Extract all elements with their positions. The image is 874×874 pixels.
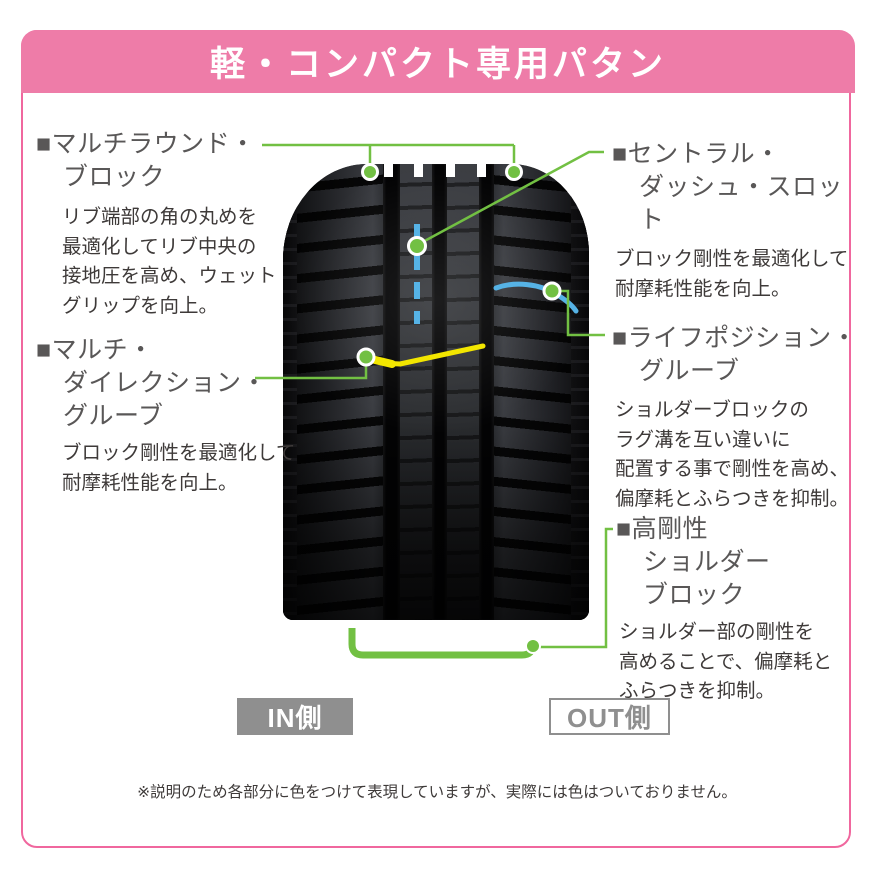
annotation-title: ■マルチ・ ダイレクション・ グルーブ: [36, 336, 268, 430]
annotation-central-dash-slot: ■セントラル・ ダッシュ・スロット ブロック剛性を最適化して 耐摩耗性能を向上。: [612, 138, 862, 304]
footnote-text: ※説明のため各部分に色をつけて表現していますが、実際には色はついておりません。: [137, 784, 737, 801]
annotation-high-rigidity-shoulder-block: ■高剛性 ショルダー ブロック ショルダー部の剛性を 高めることで、偏摩耗と ふ…: [616, 513, 856, 707]
annotation-title: ■マルチラウンド・ ブロック: [36, 130, 256, 191]
out-side-label: OUT側: [549, 698, 670, 735]
annotation-body: ショルダーブロックの ラグ溝を互い違いに 配置する事で剛性を高め、 偏摩耗とふら…: [615, 399, 850, 510]
in-side-label: IN側: [237, 698, 353, 735]
annotation-multi-direction-groove: ■マルチ・ ダイレクション・ グルーブ ブロック剛性を最適化して 耐摩耗性能を向…: [36, 334, 298, 498]
page-title: 軽・コンパクト専用パタン: [209, 45, 666, 84]
annotation-title: ■ライフポジション・ グルーブ: [612, 324, 858, 385]
annotation-life-position-groove: ■ライフポジション・ グルーブ ショルダーブロックの ラグ溝を互い違いに 配置す…: [612, 322, 862, 514]
tire-tread-image: [283, 164, 589, 620]
annotation-body: ブロック剛性を最適化して 耐摩耗性能を向上。: [615, 248, 849, 300]
annotation-body: リブ端部の角の丸めを 最適化してリブ中央の 接地圧を高め、ウェット グリップを向…: [62, 206, 277, 317]
header-banner: 軽・コンパクト専用パタン: [21, 30, 855, 93]
annotation-title: ■高剛性 ショルダー ブロック: [616, 515, 771, 609]
annotation-title: ■セントラル・ ダッシュ・スロット: [612, 140, 844, 234]
tire-bottom-shadow: [283, 164, 589, 620]
annotation-body: ショルダー部の剛性を 高めることで、偏摩耗と ふらつきを抑制。: [619, 621, 833, 702]
annotation-multi-round-block: ■マルチラウンド・ ブロック リブ端部の角の丸めを 最適化してリブ中央の 接地圧…: [36, 128, 298, 321]
annotation-body: ブロック剛性を最適化して 耐摩耗性能を向上。: [62, 442, 296, 494]
